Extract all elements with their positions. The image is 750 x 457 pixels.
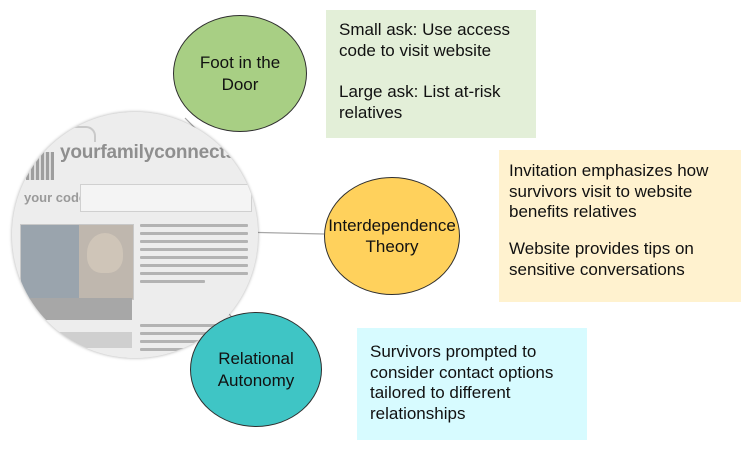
node-auto-label-line-2: Autonomy — [217, 370, 295, 390]
node-foot-label-line-2: Door — [221, 74, 259, 94]
box-foot-in-the-door: Small ask: Use access code to visit webs… — [326, 10, 536, 138]
node-inter-label-line-1: Interdependence — [328, 215, 456, 235]
photo-caption-bar — [20, 298, 132, 320]
node-foot-label-line-1: Foot in the — [199, 53, 281, 73]
website-logo-mark — [52, 126, 96, 142]
node-foot-label: Foot in the Door — [200, 52, 280, 95]
secondary-text-block — [140, 324, 248, 356]
website-screenshot-circle: yourfamilyconnects.c your code is: — [12, 112, 258, 358]
box-relational-autonomy: Survivors prompted to consider contact o… — [357, 328, 587, 440]
node-relational-autonomy: Relational Autonomy — [190, 312, 322, 427]
website-screenshot: yourfamilyconnects.c your code is: — [12, 112, 258, 358]
code-box — [80, 184, 252, 212]
instruction-text-block — [140, 224, 248, 288]
node-inter-label-line-2: Theory — [365, 237, 419, 256]
node-auto-label-line-1: Relational — [218, 349, 294, 369]
box-inter-paragraph-1: Invitation emphasizes how survivors visi… — [509, 161, 709, 222]
node-auto-label: Relational Autonomy — [218, 348, 295, 391]
website-domain-text: yourfamilyconnects.c — [60, 142, 252, 163]
node-foot-in-the-door: Foot in the Door — [173, 15, 307, 132]
node-interdependence-theory: Interdependence Theory — [324, 177, 460, 295]
family-photo — [20, 224, 134, 300]
box-auto-paragraph-1: Survivors prompted to consider contact o… — [370, 342, 554, 424]
box-interdependence-theory: Invitation emphasizes how survivors visi… — [499, 150, 741, 302]
qr-code-icon — [26, 152, 54, 180]
box-inter-paragraph-2: Website provides tips on sensitive conve… — [509, 239, 694, 279]
box-foot-paragraph-1: Small ask: Use access code to visit webs… — [339, 20, 510, 60]
box-foot-paragraph-2: Large ask: List at-risk relatives — [339, 82, 501, 123]
thumbnail-strip — [20, 332, 132, 348]
node-inter-label: Interdependence Theory — [328, 215, 456, 258]
